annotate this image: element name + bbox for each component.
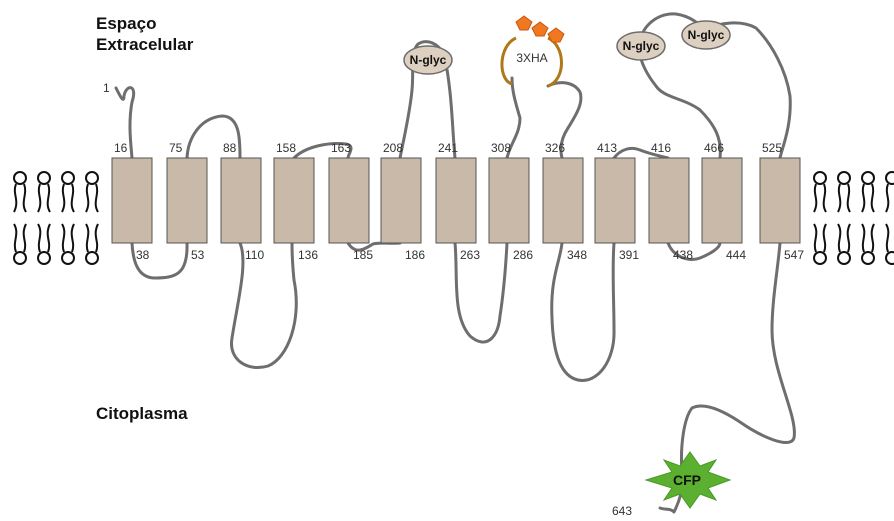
helix-tm9 [543, 158, 583, 243]
lipid-tail-icon [838, 184, 850, 212]
cfp-fusion: CFP [646, 452, 730, 508]
loop-348-391 [552, 243, 614, 380]
residue-bottom-tm11: 438 [673, 248, 693, 262]
helix-tm13 [760, 158, 800, 243]
helix-tm5 [329, 158, 369, 243]
lipid-head-icon [838, 172, 850, 184]
helix-tm12 [702, 158, 742, 243]
residue-bottom-tm6: 186 [405, 248, 425, 262]
lipid-head-icon [886, 252, 894, 264]
lipid-head-icon [86, 172, 98, 184]
lipid-head-icon [862, 172, 874, 184]
lipid-tail-icon [86, 184, 98, 212]
lipid-tail-icon [862, 184, 874, 212]
lipid-head-icon [38, 172, 50, 184]
glyco-label-1: N-glyc [410, 53, 447, 67]
extracellular-label-line1: Espaço [96, 14, 156, 33]
lipid-tail-icon [62, 224, 74, 252]
glycosylation-site-3: N-glyc [682, 21, 730, 49]
residue-top-tm2: 75 [169, 141, 183, 155]
residue-bottom-tm9: 348 [567, 248, 587, 262]
extracellular-label-line2: Extracelular [96, 35, 193, 54]
residue-top-tm7: 241 [438, 141, 458, 155]
lipid-tail-icon [814, 224, 826, 252]
residue-bottom-tm13: 547 [784, 248, 804, 262]
residue-top-tm11: 416 [651, 141, 671, 155]
residue-top-tm5: 163 [331, 141, 351, 155]
helix-tm3 [221, 158, 261, 243]
lipid-head-icon [14, 252, 26, 264]
lipid-head-icon [814, 172, 826, 184]
lipid-tail-icon [886, 224, 894, 252]
helix-tm4 [274, 158, 314, 243]
n-terminus-label: 1 [103, 81, 110, 95]
helix-tm2 [167, 158, 207, 243]
residue-top-tm8: 308 [491, 141, 511, 155]
lipid-tail-icon [62, 184, 74, 212]
lipid-head-icon [62, 252, 74, 264]
residue-top-tm4: 158 [276, 141, 296, 155]
helix-tm6 [381, 158, 421, 243]
c-terminus-label: 643 [612, 504, 632, 516]
residue-top-tm3: 88 [223, 141, 237, 155]
lipid-head-icon [38, 252, 50, 264]
lipid-tail-icon [14, 184, 26, 212]
glyco-label-3: N-glyc [688, 28, 725, 42]
lipid-bilayer-right [814, 172, 894, 264]
residue-top-tm12: 466 [704, 141, 724, 155]
residue-bottom-tm3: 110 [245, 248, 264, 262]
lipid-tail-icon [814, 184, 826, 212]
lipid-tail-icon [86, 224, 98, 252]
lipid-head-icon [814, 252, 826, 264]
residue-bottom-tm1: 38 [136, 248, 150, 262]
helix-tm1 [112, 158, 152, 243]
residue-bottom-tm2: 53 [191, 248, 205, 262]
residue-bottom-tm10: 391 [619, 248, 639, 262]
glycosylation-site-1: N-glyc [404, 46, 452, 74]
helix-tm7 [436, 158, 476, 243]
ha-tag-beads-icon [516, 16, 564, 42]
lipid-head-icon [886, 172, 894, 184]
lipid-bilayer-left [14, 172, 98, 264]
lipid-head-icon [14, 172, 26, 184]
residue-bottom-tm8: 286 [513, 248, 533, 262]
lipid-tail-icon [38, 184, 50, 212]
lipid-tail-icon [14, 224, 26, 252]
cytoplasm-region-label: Citoplasma [96, 403, 188, 424]
polypeptide-chain [116, 14, 794, 512]
residue-bottom-tm5: 185 [353, 248, 373, 262]
residue-top-tm1: 16 [114, 141, 128, 155]
ha-tag-label: 3XHA [516, 51, 547, 65]
glyco-label-2: N-glyc [623, 39, 660, 53]
residue-bottom-tm4: 136 [298, 248, 318, 262]
lipid-tail-icon [862, 224, 874, 252]
residue-top-tm13: 525 [762, 141, 782, 155]
residue-top-tm9: 326 [545, 141, 565, 155]
helix-tm11 [649, 158, 689, 243]
residue-top-tm6: 208 [383, 141, 403, 155]
ha-tag: 3XHA [502, 16, 564, 86]
helix-tm10 [595, 158, 635, 243]
residue-bottom-tm12: 444 [726, 248, 746, 262]
lipid-head-icon [838, 252, 850, 264]
residue-bottom-tm7: 263 [460, 248, 480, 262]
lipid-tail-icon [838, 224, 850, 252]
lipid-head-icon [862, 252, 874, 264]
lipid-tail-icon [38, 224, 50, 252]
residue-top-tm10: 413 [597, 141, 617, 155]
lipid-tail-icon [886, 184, 894, 212]
transmembrane-helices [112, 158, 800, 243]
glycosylation-site-2: N-glyc [617, 32, 665, 60]
helix-tm8 [489, 158, 529, 243]
lipid-head-icon [86, 252, 98, 264]
cfp-label: CFP [673, 472, 701, 488]
lipid-head-icon [62, 172, 74, 184]
loop-308-326 [507, 78, 581, 158]
